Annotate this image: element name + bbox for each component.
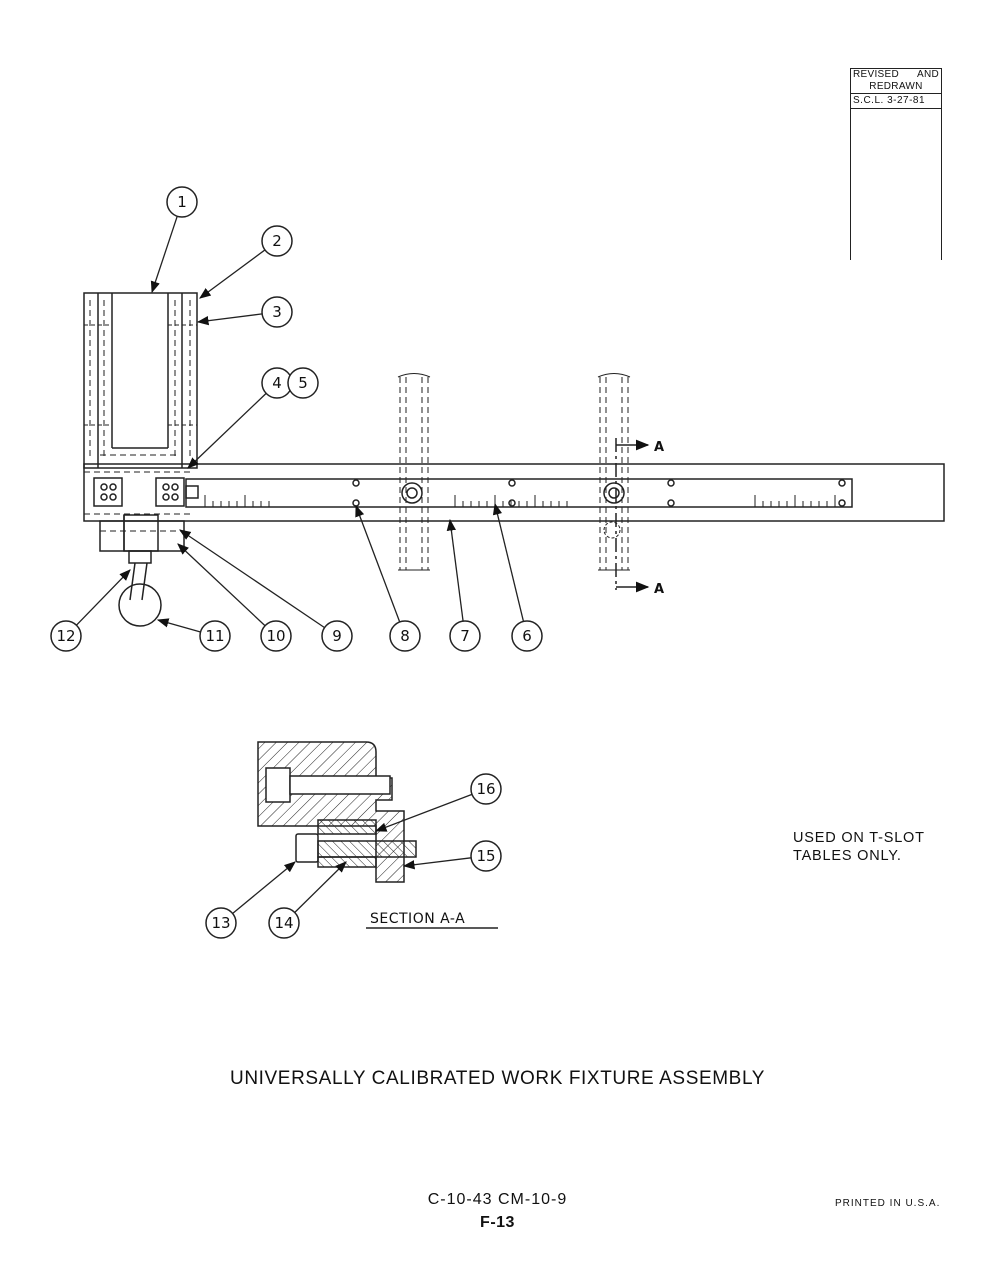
callout-number: 15 xyxy=(476,847,495,865)
callout-leader xyxy=(156,618,201,633)
callout-number: 9 xyxy=(332,627,342,645)
callout-circle xyxy=(260,620,292,652)
section-marker-top: A xyxy=(654,440,664,455)
t-slot-bolt-right xyxy=(597,373,631,571)
drawing-title: UNIVERSALLY CALIBRATED WORK FIXTURE ASSE… xyxy=(230,1068,765,1089)
usage-note-line-1: USED ON T-SLOT xyxy=(793,830,925,846)
scale-screws xyxy=(352,479,846,507)
callout-circle xyxy=(166,186,198,218)
callout-number: 12 xyxy=(56,627,75,645)
page-number: F-13 xyxy=(480,1214,515,1231)
callout-number: 14 xyxy=(274,914,293,932)
section-label: SECTION A-A xyxy=(370,911,465,927)
callout-circle xyxy=(321,620,353,652)
revision-signature: S.C.L. 3-27-81 xyxy=(853,95,926,106)
revision-block: REVISED AND REDRAWN S.C.L. 3-27-81 xyxy=(850,68,942,260)
callout-leader xyxy=(179,529,325,629)
callout-number: 8 xyxy=(400,627,410,645)
callout-leader xyxy=(232,861,296,914)
base-block xyxy=(99,514,185,552)
callout-leader xyxy=(402,857,472,870)
callout-circle xyxy=(470,840,502,872)
section-cut-line xyxy=(615,438,650,593)
clamp-block-right xyxy=(155,477,199,507)
revision-divider xyxy=(851,108,941,109)
callout-number: 10 xyxy=(266,627,285,645)
drawing-number: C-10-43 CM-10-9 xyxy=(427,1191,568,1208)
usage-note: USED ON T-SLOT TABLES ONLY. xyxy=(793,829,925,865)
section-marker-bottom: A xyxy=(654,582,664,597)
callout-circle xyxy=(470,773,502,805)
callout-number: 1 xyxy=(177,193,187,211)
callout-leader xyxy=(196,313,263,326)
handle xyxy=(118,550,162,627)
section-markers: A A xyxy=(654,440,664,597)
callout-circle xyxy=(389,620,421,652)
revision-line-1: REVISED AND xyxy=(853,69,939,80)
callout-leader xyxy=(294,861,347,913)
callout-circle xyxy=(449,620,481,652)
callout-number: 4 xyxy=(272,374,282,392)
callout-leader xyxy=(355,504,401,623)
callout-number: 16 xyxy=(476,780,495,798)
callout-circle xyxy=(268,907,300,939)
usage-note-line-2: TABLES ONLY. xyxy=(793,848,902,864)
revision-divider xyxy=(851,93,941,94)
clamp-block-left xyxy=(93,477,123,507)
callout-circle xyxy=(261,296,293,328)
revision-line-2: REDRAWN xyxy=(869,81,923,92)
callout-leader xyxy=(446,518,464,622)
callout-circle xyxy=(50,620,82,652)
t-slot-bolt-left xyxy=(397,373,431,571)
callout-circle xyxy=(205,907,237,939)
callout-circle xyxy=(199,620,231,652)
callout-number: 3 xyxy=(272,303,282,321)
printed-in-label: PRINTED IN U.S.A. xyxy=(835,1198,941,1209)
horizontal-bar xyxy=(83,463,945,522)
callout-leader xyxy=(177,543,266,627)
section-a-a-detail xyxy=(257,741,498,929)
callout-number: 13 xyxy=(211,914,230,932)
callout-number: 6 xyxy=(522,627,532,645)
vertical-fixture-body xyxy=(83,292,198,469)
callout-circle xyxy=(287,367,319,399)
callout-number: 11 xyxy=(205,627,224,645)
callout-number: 2 xyxy=(272,232,282,250)
callout-leader xyxy=(150,216,178,294)
callout-number: 7 xyxy=(460,627,470,645)
callout-leader xyxy=(492,502,525,622)
callout-leader xyxy=(75,569,131,626)
callout-leader xyxy=(374,793,473,832)
callout-number: 5 xyxy=(298,374,308,392)
callout-leader xyxy=(199,249,266,299)
calibration-scale xyxy=(204,495,836,507)
callout-circle xyxy=(511,620,543,652)
callout-circle xyxy=(261,225,293,257)
callout-leader xyxy=(187,392,267,469)
